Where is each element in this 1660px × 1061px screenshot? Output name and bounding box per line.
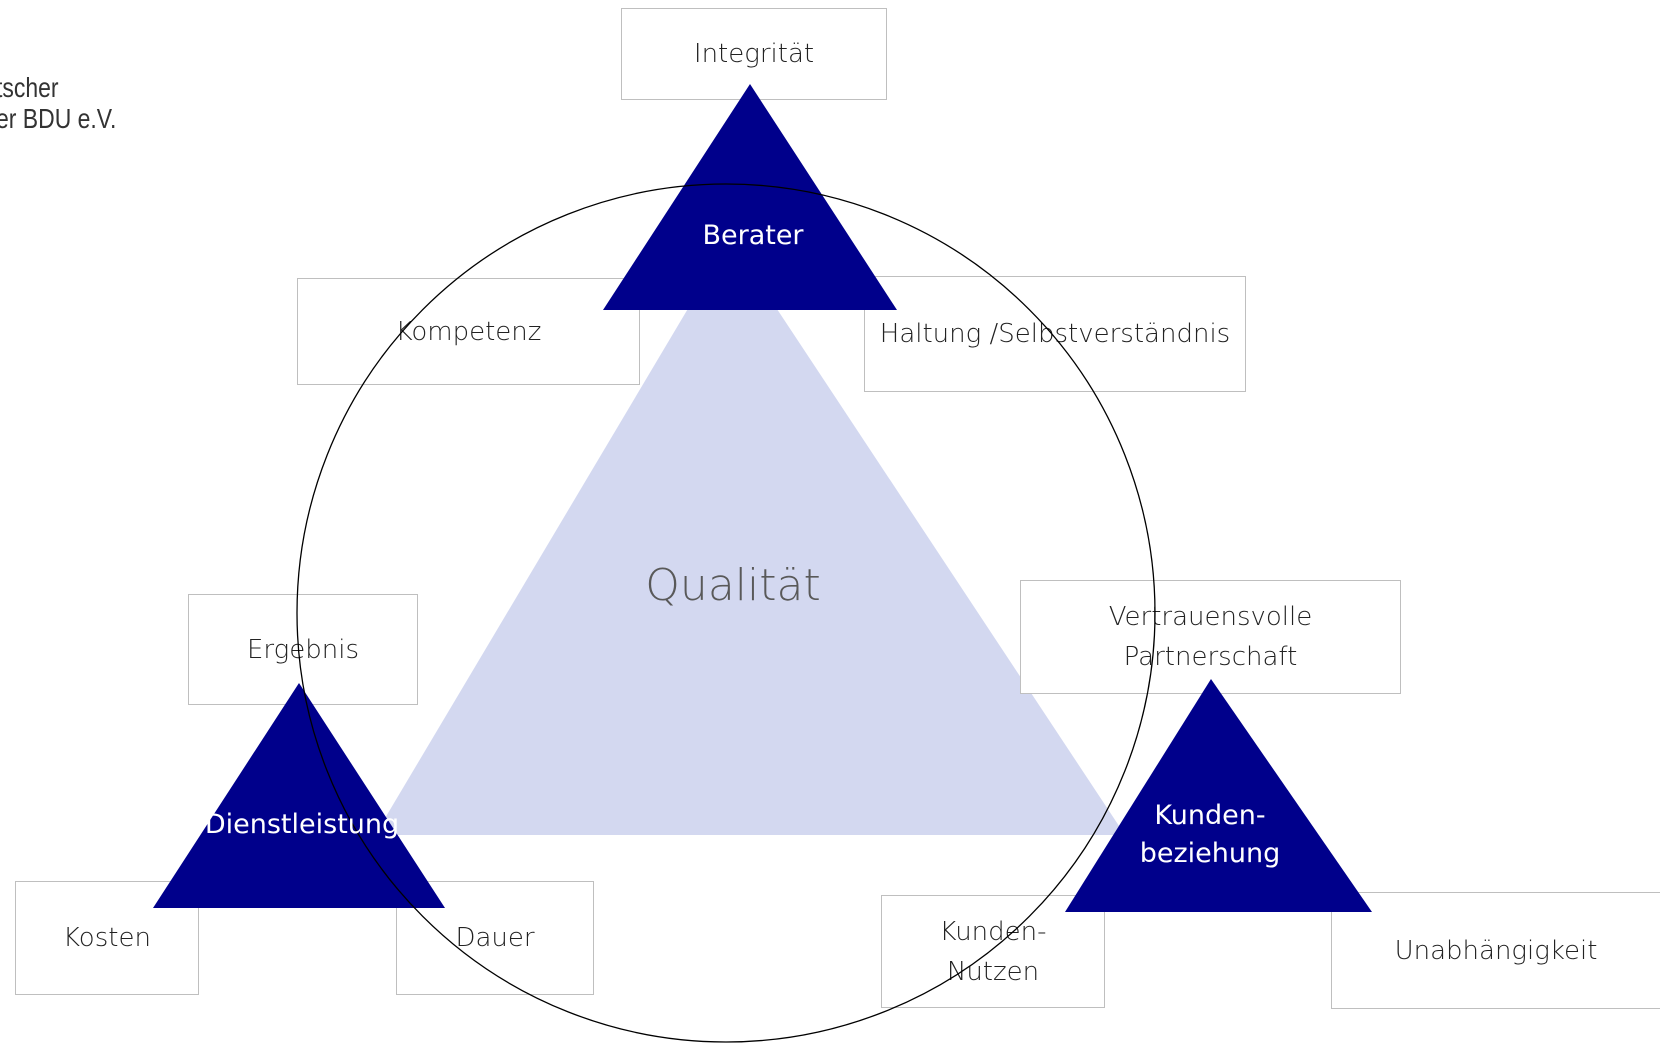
- box-unabhaengigkeit: Unabhängigkeit: [1331, 892, 1660, 1009]
- outer-circle: [296, 183, 1156, 1043]
- box-kompetenz: Kompetenz: [297, 278, 640, 385]
- box-kompetenz-label: Kompetenz: [395, 316, 542, 347]
- box-haltung: Haltung /Selbstverständnis: [864, 276, 1246, 392]
- box-dauer-label: Dauer: [455, 923, 535, 953]
- triangle-dienstleistung-label: Dienstleistung: [204, 809, 400, 840]
- triangle-kundenbeziehung-line-1: Kunden-: [1154, 800, 1266, 831]
- box-kundennutzen-line-1: Kunden-: [939, 916, 1047, 947]
- triangle-kundenbeziehung-line-2: beziehung: [1139, 838, 1281, 869]
- box-vertrauen-line-1: Vertrauensvolle: [1108, 602, 1313, 632]
- box-kosten: Kosten: [15, 881, 199, 995]
- triangle-dienstleistung: [153, 683, 445, 908]
- center-label: Qualität: [645, 560, 821, 611]
- box-unabhaengigkeit-label: Unabhängigkeit: [1394, 935, 1598, 966]
- triangle-kundenbeziehung-label: Kunden- beziehung: [1110, 797, 1310, 873]
- box-haltung-label: Haltung /Selbstverständnis: [879, 319, 1231, 349]
- box-kosten-label: Kosten: [63, 923, 151, 953]
- box-ergebnis-label: Ergebnis: [246, 634, 359, 665]
- box-kunden-nutzen: Kunden- Nutzen: [881, 895, 1105, 1008]
- box-integritaet: Integrität: [621, 8, 887, 100]
- triangle-kundenbeziehung: [1065, 679, 1372, 912]
- org-name-line-2: er BDU e.V.: [0, 103, 117, 134]
- triangle-berater-label: Berater: [702, 220, 804, 251]
- center-triangle: [375, 238, 1125, 835]
- org-name-line-1: tscher: [0, 72, 59, 103]
- box-integritaet-label: Integrität: [693, 39, 815, 69]
- box-vertrauensvolle-partnerschaft: Vertrauensvolle Partnerschaft: [1020, 580, 1401, 694]
- triangle-berater: [603, 84, 897, 310]
